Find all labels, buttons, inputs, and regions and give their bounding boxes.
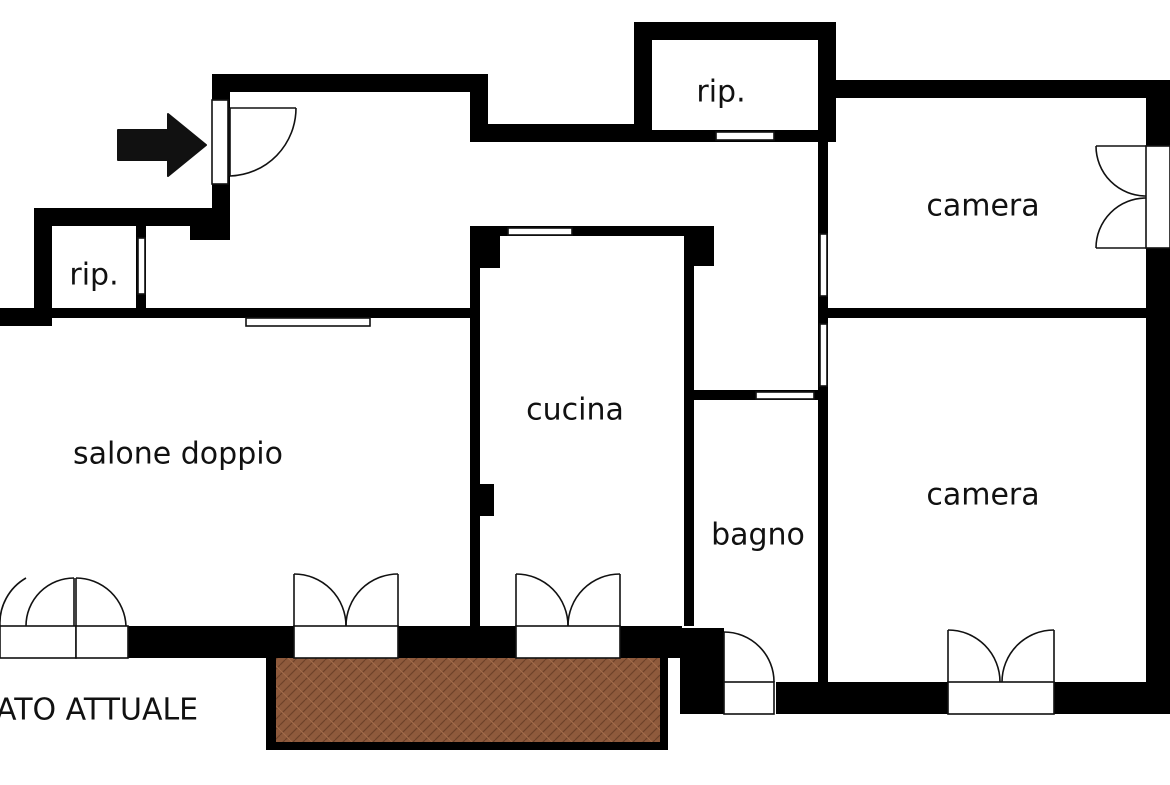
room-label-ripostiglio-upper: rip. <box>696 75 745 110</box>
entrance-arrow-icon <box>117 113 207 177</box>
window-camera-bottom <box>947 629 1055 715</box>
window-bagno <box>723 631 775 715</box>
room-label-salone: salone doppio <box>73 437 283 472</box>
room-label-bagno: bagno <box>711 518 805 553</box>
room-label-camera-lower: camera <box>926 478 1039 513</box>
window-salone-right <box>293 573 399 659</box>
terrace <box>266 650 668 750</box>
window-cucina <box>515 573 621 659</box>
room-label-ripostiglio-left: rip. <box>69 258 118 293</box>
window-camera-top <box>1095 145 1170 249</box>
entrance-door <box>229 107 297 177</box>
room-label-camera-upper: camera <box>926 189 1039 224</box>
openings <box>137 99 828 400</box>
plan-caption: ATO ATTUALE <box>0 693 198 728</box>
window-salone-left <box>0 577 129 659</box>
room-label-cucina: cucina <box>526 393 624 428</box>
